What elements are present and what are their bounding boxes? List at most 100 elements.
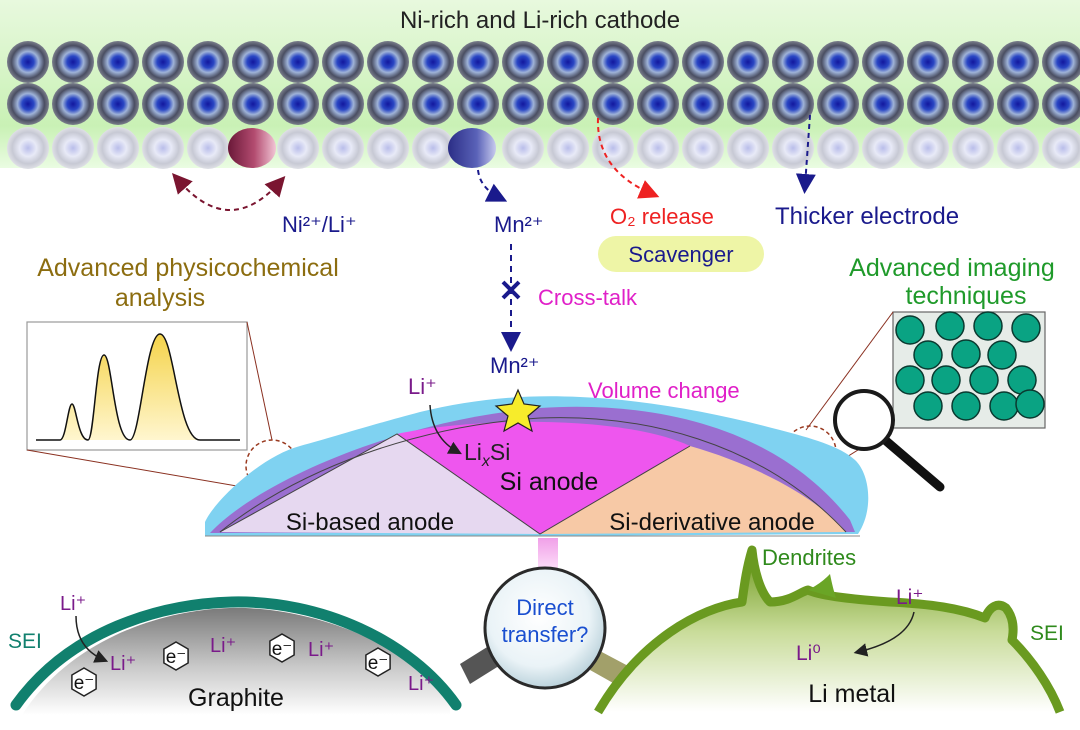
mn-lower-label: Mn²⁺ <box>490 353 540 378</box>
lattice-atom <box>412 41 454 83</box>
direct-label-1: Direct <box>516 595 573 620</box>
electron-hexagons: e⁻ e⁻ e⁻ e⁻ <box>71 633 391 697</box>
si-anode-region <box>397 421 690 534</box>
lattice-atom <box>637 127 679 169</box>
particle <box>931 365 961 395</box>
si-derivative-label: Si-derivative anode <box>609 509 814 536</box>
crosstalk-label: Cross-talk <box>538 285 638 310</box>
li-metal-body <box>600 552 1058 712</box>
lattice-atom <box>412 83 454 125</box>
zoom-line-left-1 <box>246 321 273 441</box>
lattice-atom <box>322 41 364 83</box>
si-based-label: Si-based anode <box>286 509 454 536</box>
scavenger-pill <box>598 236 764 272</box>
lattice-atom <box>187 41 229 83</box>
lattice-atom <box>817 83 859 125</box>
electron-label: e⁻ <box>166 647 187 668</box>
lattice-atom <box>277 83 319 125</box>
sei-left-label: SEI <box>8 630 42 653</box>
lattice-atom <box>907 127 949 169</box>
lattice-atom <box>637 41 679 83</box>
analysis-title-1: Advanced physicochemical <box>37 254 339 282</box>
ni-li-label: Ni²⁺/Li⁺ <box>282 212 357 237</box>
lattice-atom <box>457 41 499 83</box>
o2-release-label: O₂ release <box>610 204 714 229</box>
lattice-atom <box>682 41 724 83</box>
mn-label: Mn²⁺ <box>494 212 544 237</box>
lattice-atom <box>322 83 364 125</box>
zoom-line-right-1 <box>805 311 894 431</box>
direct-transfer-bubble <box>483 566 607 690</box>
o2-release-arrow <box>596 117 660 199</box>
lattice-atom <box>637 83 679 125</box>
graphite-label: Graphite <box>188 684 284 712</box>
lattice-atom <box>52 127 94 169</box>
particle <box>987 340 1017 370</box>
lattice-atom <box>772 127 814 169</box>
particle <box>913 340 943 370</box>
particle <box>989 391 1019 421</box>
lattice-atom <box>97 127 139 169</box>
lattice-atom <box>52 83 94 125</box>
zoom-line-left-2 <box>26 449 261 491</box>
lattice-atom <box>142 41 184 83</box>
sei-right-label: SEI <box>1030 622 1064 645</box>
lattice-atom <box>592 127 634 169</box>
lattice-atom <box>907 41 949 83</box>
lattice-atom <box>772 41 814 83</box>
lattice-atom <box>187 127 229 169</box>
lattice-atom <box>547 83 589 125</box>
electron-label: e⁻ <box>272 639 293 660</box>
lattice-atom <box>952 41 994 83</box>
electron-label: e⁻ <box>368 653 389 674</box>
lattice-atom <box>277 127 319 169</box>
particle <box>969 365 999 395</box>
analysis-title-2: analysis <box>115 284 205 312</box>
li-metal-label: Li metal <box>808 680 896 708</box>
electron-label: e⁻ <box>74 673 95 694</box>
electron-hexagon-icon <box>269 633 295 663</box>
particle <box>895 365 925 395</box>
lattice-atom <box>952 127 994 169</box>
lattice-atom <box>862 41 904 83</box>
lattice-atom <box>862 127 904 169</box>
imaging-title-2: techniques <box>906 282 1027 310</box>
li-plus-metal: Li⁺ <box>896 586 923 609</box>
lattice-atom <box>7 83 49 125</box>
lattice-atom <box>727 83 769 125</box>
region-dividers <box>219 433 691 535</box>
lattice-atom <box>592 41 634 83</box>
lattice-atom <box>817 127 859 169</box>
si-anode-label: Si anode <box>500 468 599 496</box>
lattice-atom <box>97 41 139 83</box>
lattice-atom <box>997 41 1039 83</box>
dendrites-label: Dendrites <box>762 545 856 570</box>
particle <box>1015 389 1045 419</box>
lattice-atom <box>1042 41 1080 83</box>
electron-hexagon-icon <box>71 667 97 697</box>
lattice-atom <box>1042 127 1080 169</box>
electron-hexagon-icon <box>163 641 189 671</box>
lattice-atom <box>97 83 139 125</box>
star-icon <box>494 388 542 433</box>
lattice-atom <box>862 83 904 125</box>
particle <box>935 311 965 341</box>
lattice-atom <box>367 127 409 169</box>
scavenger-label: Scavenger <box>628 242 733 267</box>
lattice-atom <box>457 83 499 125</box>
particle <box>913 391 943 421</box>
transfer-column <box>538 538 558 574</box>
lattice-atom <box>187 83 229 125</box>
li-plating-arrow <box>853 611 915 657</box>
li-into-graphite-arrow <box>75 615 109 663</box>
imaging-title-1: Advanced imaging <box>849 254 1055 282</box>
lattice-atom <box>502 83 544 125</box>
lattice-atom <box>142 127 184 169</box>
lattice-atom <box>232 83 274 125</box>
li-plus-graphite-4: Li⁺ <box>408 673 434 695</box>
li-insertion-arrow <box>429 404 462 455</box>
blocked-x-icon <box>501 280 521 300</box>
lattice-atom <box>1042 83 1080 125</box>
si-derivative-region <box>540 446 846 534</box>
